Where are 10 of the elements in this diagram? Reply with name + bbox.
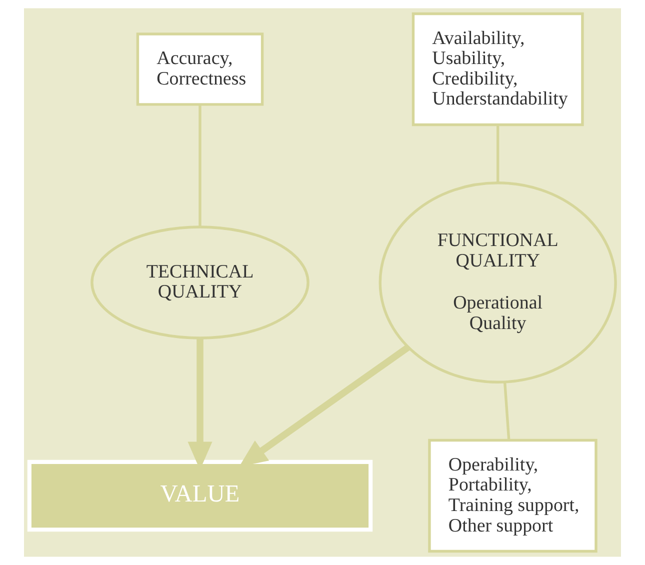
- node-ellipse: TECHNICAL QUALITY: [90, 226, 310, 340]
- node-box: VALUE: [27, 460, 373, 532]
- connector: [503, 382, 510, 440]
- node-box: Availability, Usability, Credibility, Understandability: [412, 12, 584, 126]
- connector: [496, 124, 500, 183]
- arrow: [239, 344, 410, 467]
- node-ellipse: FUNCTIONAL QUALITY Operational Quality: [378, 182, 617, 384]
- node-box: Operability, Portability, Training support, Other support: [428, 438, 598, 553]
- connector: [198, 104, 202, 227]
- node-box: Accuracy, Correctness: [136, 32, 264, 106]
